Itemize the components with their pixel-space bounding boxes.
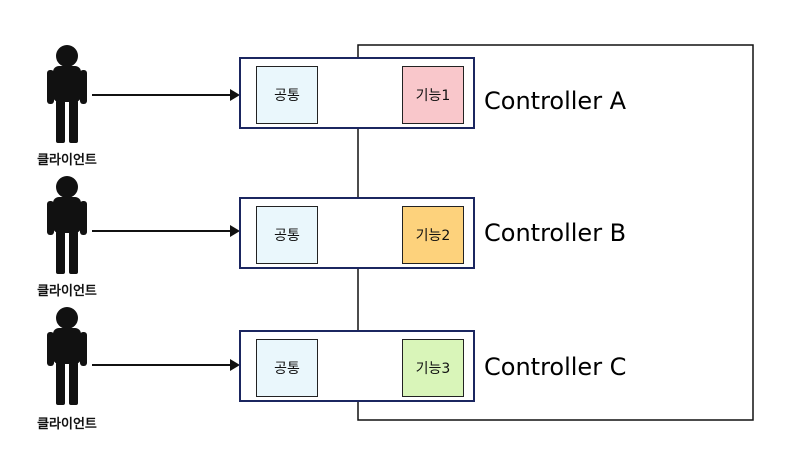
controller-label-a: Controller A (484, 87, 627, 115)
request-arrow (92, 359, 240, 371)
common-module: 공통 (256, 339, 318, 397)
feature-module-2: 기능2 (402, 206, 464, 264)
client-label: 클라이언트 (37, 284, 97, 299)
controller-box-b: 공통 기능2 (239, 197, 475, 269)
person-icon (47, 45, 87, 143)
controller-label-c: Controller C (484, 353, 627, 381)
controller-box-c: 공통 기능3 (239, 330, 475, 402)
common-module: 공통 (256, 66, 318, 124)
controller-box-a: 공통 기능1 (239, 57, 475, 129)
feature-module-1: 기능1 (402, 66, 464, 124)
common-module: 공통 (256, 206, 318, 264)
feature-module-3: 기능3 (402, 339, 464, 397)
person-icon (47, 307, 87, 405)
controller-label-b: Controller B (484, 219, 627, 247)
request-arrow (92, 89, 240, 101)
client-label: 클라이언트 (37, 417, 97, 432)
client-label: 클라이언트 (37, 153, 97, 168)
person-icon (47, 176, 87, 274)
request-arrow (92, 225, 240, 237)
